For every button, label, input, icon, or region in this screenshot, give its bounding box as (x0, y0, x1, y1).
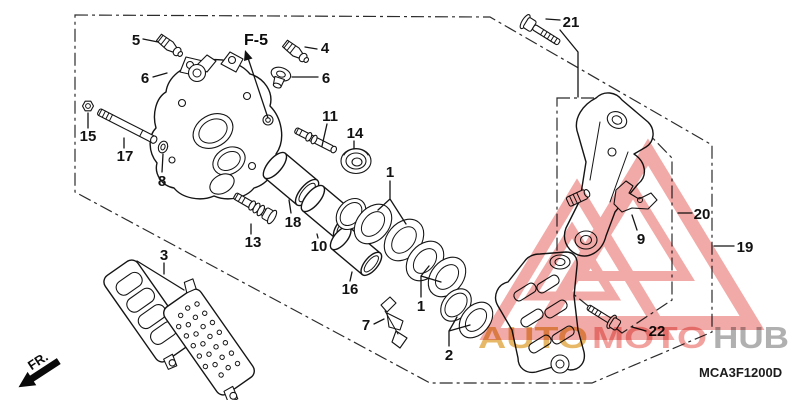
retainer-eyelet-6a (187, 54, 217, 83)
front-direction-arrow: FR. (18, 349, 61, 388)
pad-friction-dots (175, 301, 241, 378)
diagram-boundary-fence (74, 14, 713, 384)
callout-labels: 5 6 F-5 4 6 11 14 15 17 8 13 18 10 16 1 … (80, 14, 754, 364)
callout-17: 17 (117, 148, 134, 165)
watermark-triangle-right-outer (532, 138, 765, 330)
piston-seal-set (335, 197, 494, 339)
callout-5: 5 (132, 32, 140, 49)
callout-20: 20 (694, 206, 711, 223)
leader-lines (87, 18, 735, 347)
callout-10: 10 (311, 238, 328, 255)
mounting-bolt-21 (519, 14, 561, 46)
nut-15 (81, 100, 95, 112)
bleed-screw-5 (155, 33, 184, 57)
f5-arrowhead (244, 50, 253, 61)
brake-pad-inner (163, 278, 255, 400)
callout-3: 3 (160, 247, 168, 264)
callout-9: 9 (637, 231, 645, 248)
hanger-pin-17 (97, 108, 158, 144)
pin-bolt-13 (233, 192, 278, 225)
callout-11: 11 (322, 108, 338, 125)
slide-pin-11 (294, 127, 338, 154)
brake-pad-outer (103, 259, 191, 370)
piston-18 (262, 151, 320, 207)
callout-19: 19 (737, 239, 754, 256)
diagram-code: MCA3F1200D (699, 365, 782, 380)
pin-boot-14 (340, 147, 372, 175)
washer-8 (157, 140, 169, 154)
callout-15: 15 (80, 128, 97, 145)
callout-8: 8 (158, 173, 166, 190)
watermark-triangle-left-outer (479, 178, 675, 340)
callout-1b: 1 (417, 298, 425, 315)
callout-2: 2 (445, 347, 453, 364)
callout-7: 7 (362, 317, 370, 334)
fr-arrow-icon (18, 358, 61, 388)
watermark-auto: AUTO (478, 320, 588, 355)
pad-spring-7 (380, 296, 408, 349)
watermark-text: AUTO MOTO HUB (478, 320, 789, 355)
piston-16 (329, 225, 383, 277)
watermark-triangle-right-inner (571, 180, 695, 281)
callout-13: 13 (245, 234, 262, 251)
callout-6a: 6 (141, 70, 149, 87)
callout-6b: 6 (322, 70, 330, 87)
callout-16: 16 (342, 281, 359, 298)
bleed-screw-4 (281, 39, 310, 63)
callout-21: 21 (563, 14, 580, 31)
frame-ref-f5: F-5 (244, 32, 268, 49)
callout-14: 14 (347, 125, 364, 142)
watermark-hub: HUB (713, 320, 789, 355)
caliper-body (149, 51, 283, 200)
callout-1a: 1 (386, 164, 394, 181)
watermark-triangles (479, 138, 765, 340)
watermark-moto: MOTO (592, 320, 707, 355)
joint-bolt-6b (270, 66, 292, 89)
callout-18: 18 (285, 214, 302, 231)
callout-4: 4 (321, 40, 330, 57)
